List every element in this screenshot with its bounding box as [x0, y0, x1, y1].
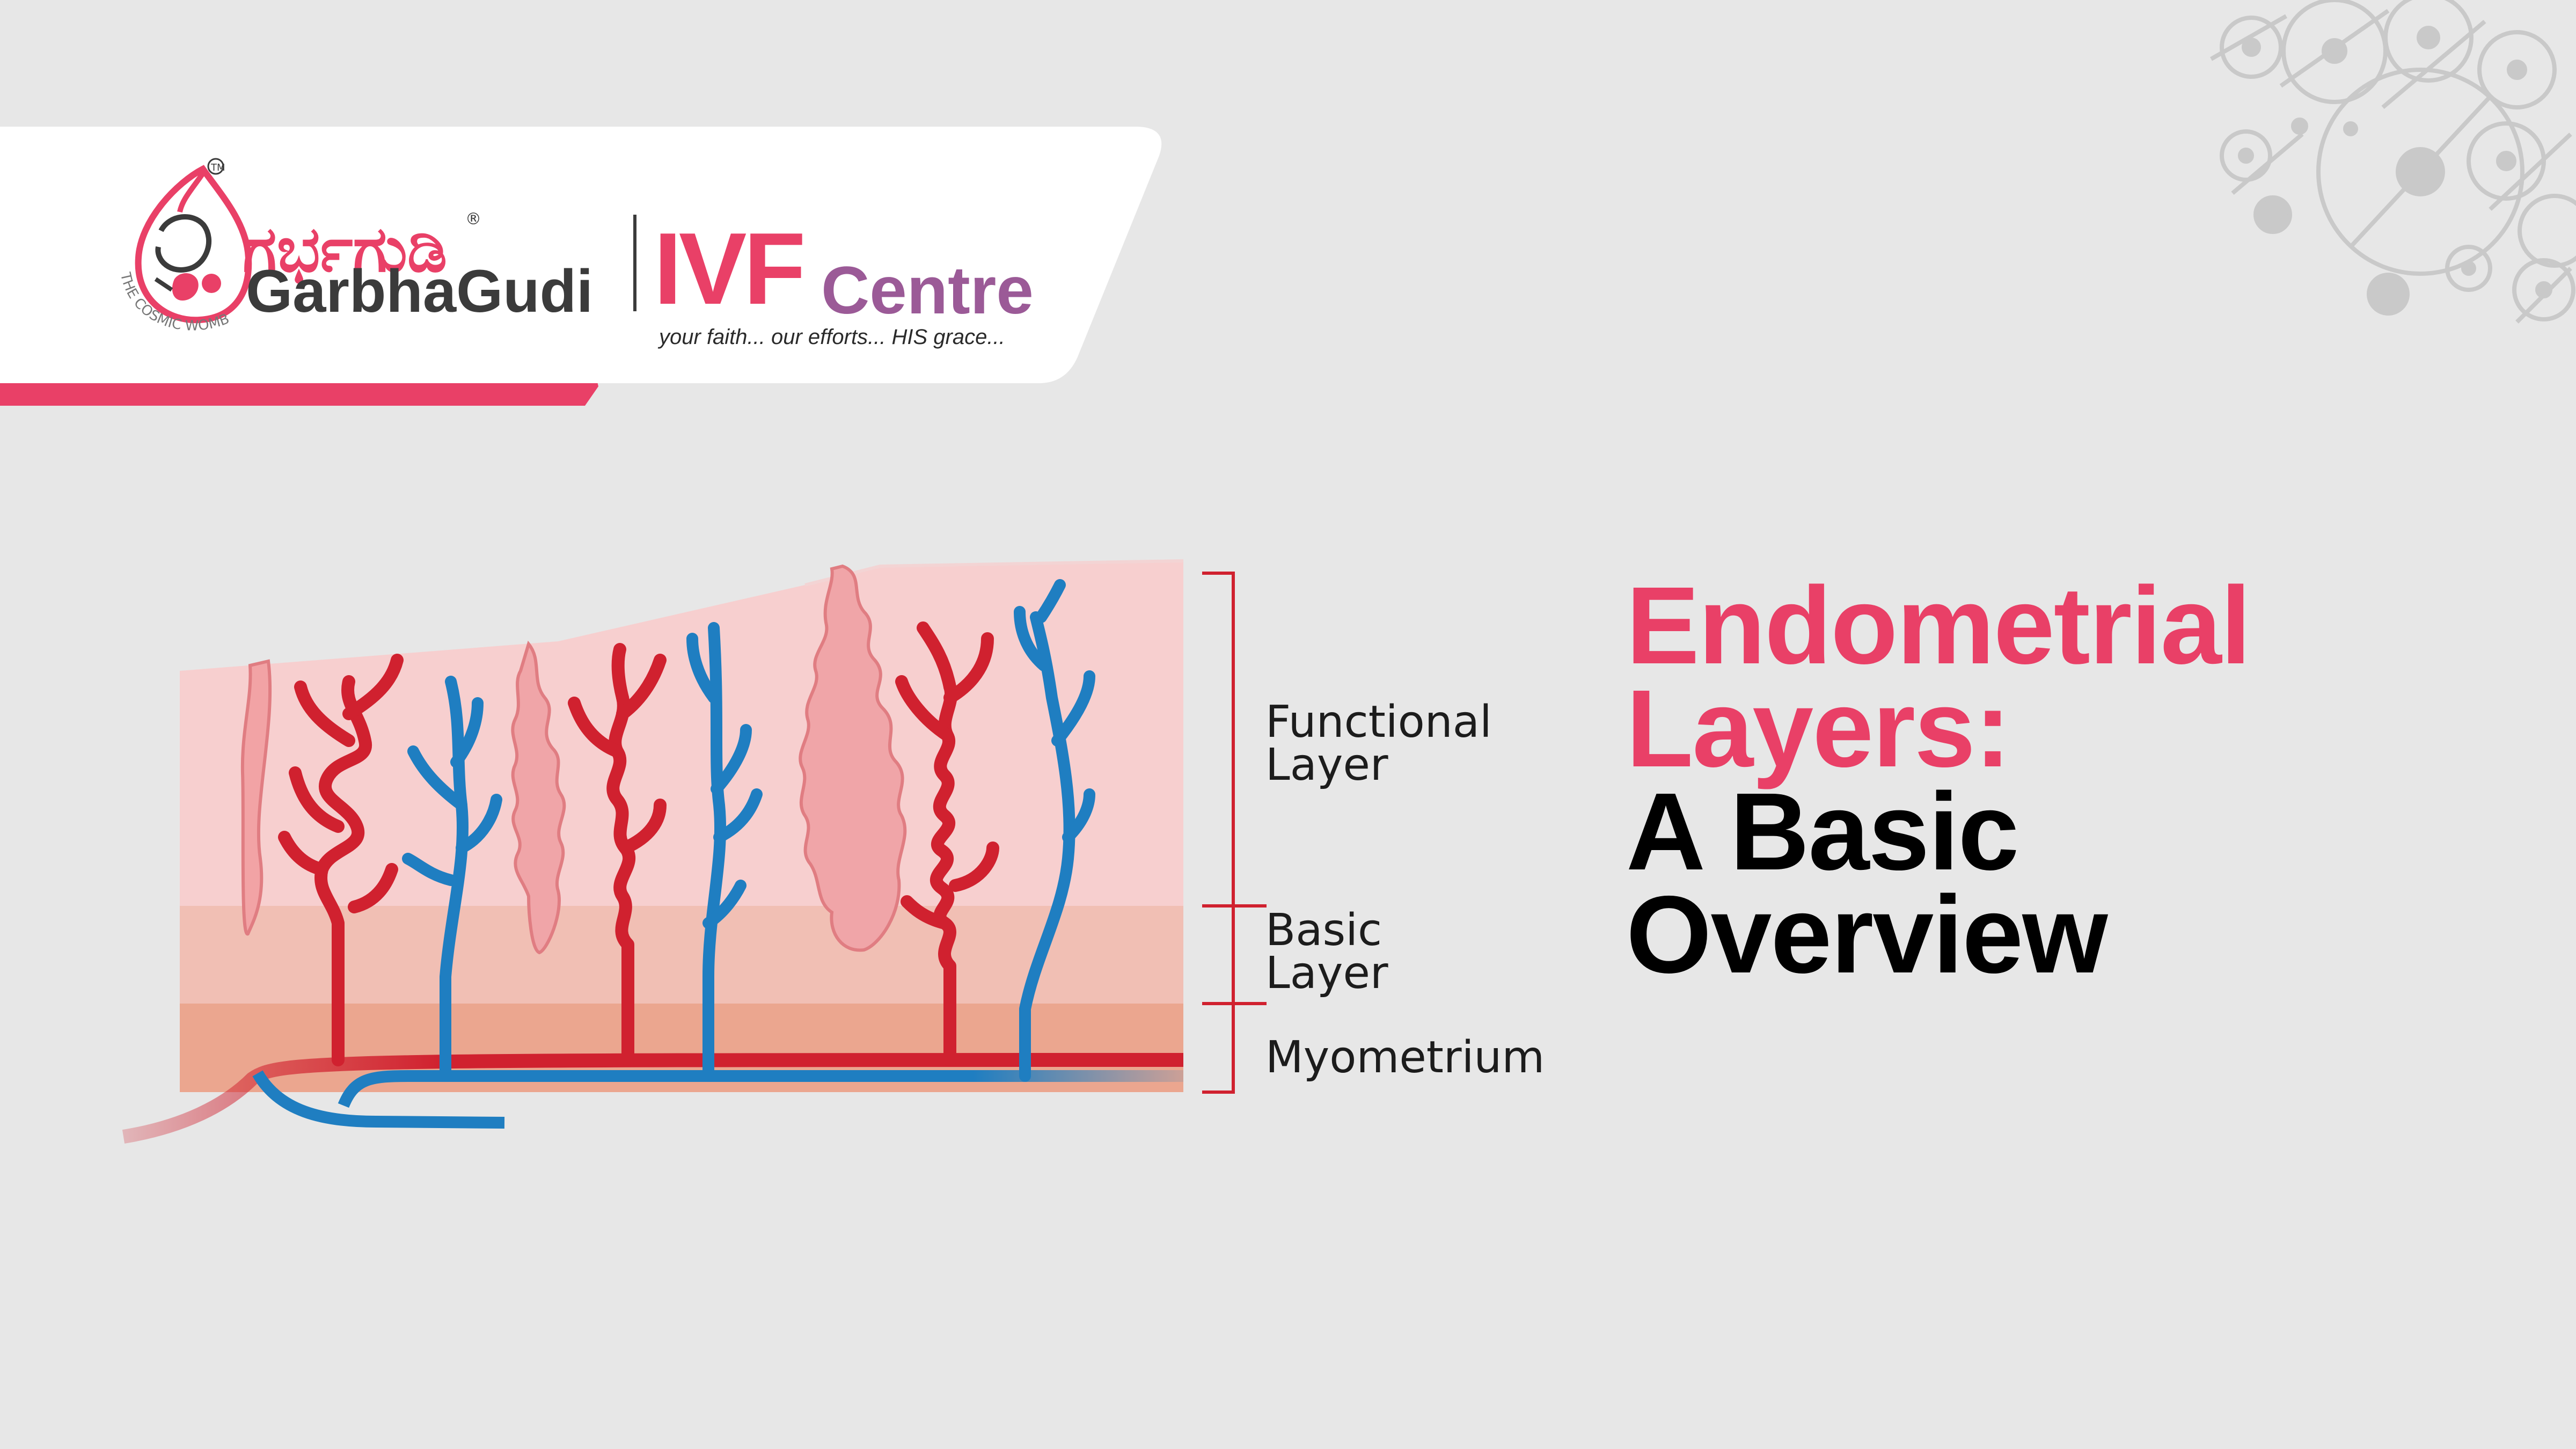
- brand-name: GarbhaGudi: [246, 258, 594, 325]
- functional-layer-label-line1: Functional: [1265, 697, 1492, 748]
- title-line-4: Overview: [1626, 873, 2108, 996]
- gland-3: [799, 564, 907, 952]
- header-banner: [0, 127, 1162, 406]
- functional-layer-label-line2: Layer: [1265, 740, 1388, 791]
- trademark-mark: TM: [210, 162, 225, 173]
- endometrium-diagram: [122, 559, 1267, 1144]
- page-title: Endometrial Layers: A Basic Overview: [1626, 564, 2251, 996]
- basic-layer-label-line1: Basic: [1265, 905, 1382, 956]
- vein-1: [440, 676, 469, 1082]
- brand-kannada-name: ಗರ್ಭಗುಡಿ: [243, 212, 448, 286]
- title-line-3: A Basic: [1626, 770, 2019, 893]
- artery-trunk: [122, 1053, 1184, 1144]
- brand-divider: [633, 215, 636, 311]
- myometrium-label: Myometrium: [1265, 1032, 1545, 1083]
- basic-layer-label-line2: Layer: [1265, 948, 1388, 999]
- title-line-1: Endometrial: [1626, 564, 2251, 687]
- layer-brackets: [1202, 572, 1267, 1094]
- ivf-label: IVF: [654, 212, 806, 326]
- cell-pattern-icon: [2210, 0, 2576, 324]
- vein-trunk: [338, 1070, 1183, 1108]
- womb-logo-icon: [135, 158, 252, 324]
- tagline: your faith... our efforts... HIS grace..…: [659, 325, 1005, 349]
- title-line-2: Layers:: [1626, 667, 2011, 790]
- centre-label: Centre: [821, 253, 1034, 328]
- gland-1: [240, 659, 272, 936]
- vein-branch: [252, 1070, 505, 1129]
- registered-mark: ®: [465, 210, 481, 229]
- gland-2: [511, 640, 566, 955]
